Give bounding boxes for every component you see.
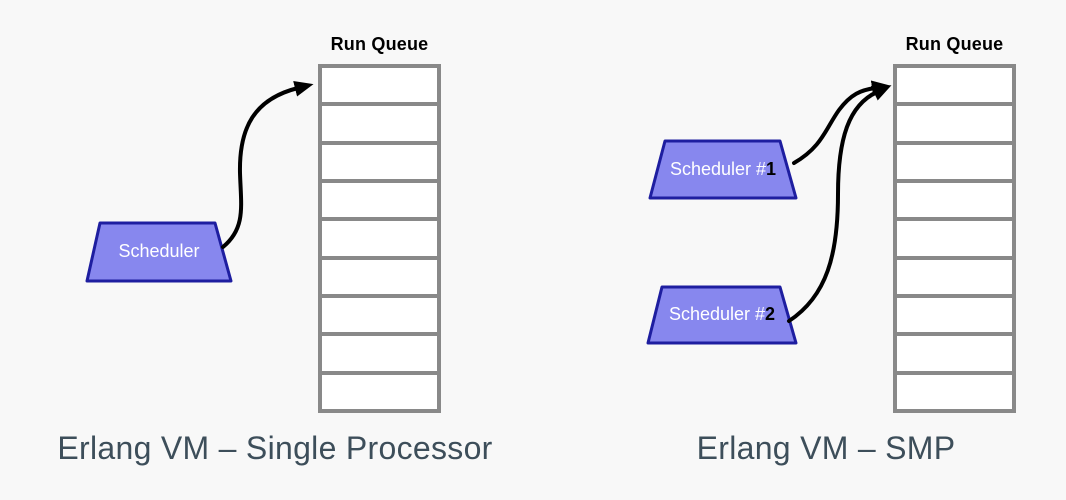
queue-cell xyxy=(322,221,437,256)
queue-cell xyxy=(322,182,437,218)
run-queue-right xyxy=(893,64,1016,413)
queue-cell xyxy=(897,182,1012,218)
queue-cell xyxy=(897,221,1012,256)
scheduler-trapezoid xyxy=(85,221,233,283)
queue-cell xyxy=(897,297,1012,333)
queue-cell xyxy=(322,106,437,141)
arrow-scheduler-2-to-queue xyxy=(787,85,892,323)
queue-cell xyxy=(897,374,1012,409)
scheduler-2-label: Scheduler #2 xyxy=(648,304,796,325)
queue-cell xyxy=(322,144,437,179)
queue-cell xyxy=(322,259,437,294)
arrow-scheduler-1-to-queue xyxy=(792,80,891,165)
caption-smp: Erlang VM – SMP xyxy=(696,430,956,466)
scheduler-1-label: Scheduler #1 xyxy=(650,159,796,180)
scheduler-1-number: 1 xyxy=(766,159,777,179)
scheduler-2-label-text: Scheduler # xyxy=(668,304,766,324)
caption-single-processor: Erlang VM – Single Processor xyxy=(57,430,493,466)
run-queue-left xyxy=(318,64,441,413)
scheduler-2-number: 2 xyxy=(765,304,776,324)
arrow-scheduler-to-queue xyxy=(221,80,314,249)
queue-cell xyxy=(897,336,1012,371)
queue-cell xyxy=(322,68,437,103)
queue-cell xyxy=(322,374,437,409)
queue-cell xyxy=(897,68,1012,103)
queue-cell xyxy=(897,144,1012,179)
scheduler-1-label-text: Scheduler # xyxy=(669,159,767,179)
queue-cell xyxy=(322,297,437,333)
run-queue-label-right: Run Queue xyxy=(905,34,1004,54)
run-queue-label-left: Run Queue xyxy=(330,34,429,54)
scheduler-2-trapezoid xyxy=(646,285,798,345)
scheduler-label: Scheduler xyxy=(87,241,231,262)
queue-cell xyxy=(322,336,437,371)
scheduler-1-trapezoid xyxy=(648,139,798,200)
queue-cell xyxy=(897,259,1012,294)
queue-cell xyxy=(897,106,1012,141)
scheduler-label-text: Scheduler xyxy=(118,241,200,261)
